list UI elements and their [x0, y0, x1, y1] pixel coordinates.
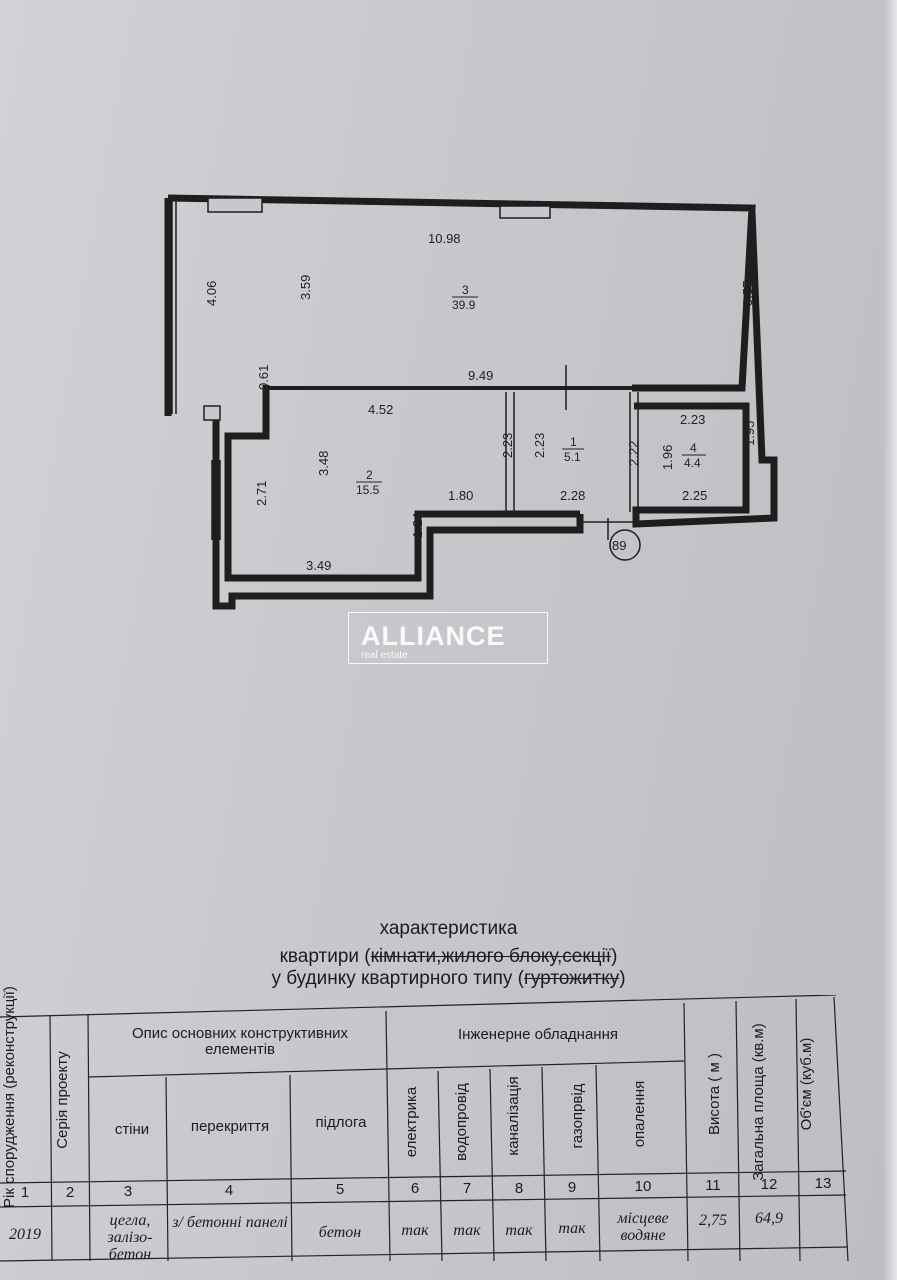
- col-year-header: Рік спорудження (реконструкції): [1, 986, 18, 1208]
- dim-left-height: 4.06: [204, 281, 219, 306]
- col-number: 5: [335, 1181, 345, 1198]
- partition-right: [629, 392, 639, 512]
- room-3-label: 3 39.9: [452, 283, 478, 312]
- room-2-label: 2 15.5: [356, 468, 382, 497]
- dim-room2-bottom-right: 1.80: [448, 488, 473, 503]
- table-grid: [0, 995, 849, 1262]
- floor-plan: 89 10.98 4.06 3.59 3.57 9.49 0.61 4.52 3…: [164, 194, 778, 610]
- col-number: 7: [462, 1180, 472, 1197]
- svg-text:15.5: 15.5: [356, 483, 380, 497]
- col-floors-header: перекриття: [190, 1118, 270, 1135]
- dim-notch: 1.24: [410, 513, 425, 538]
- top-window-1: [207, 197, 263, 213]
- value-area: 64,9: [755, 1210, 783, 1227]
- dim-step: 0.61: [256, 365, 271, 390]
- watermark-sub: real estate: [361, 650, 408, 661]
- room4-wall: [632, 211, 778, 528]
- dim-corridor-right: 2.23: [532, 433, 547, 458]
- col-heating-header: опалення: [631, 1080, 648, 1148]
- col-sewer-header: каналізація: [505, 1076, 522, 1156]
- col-gas-header: газопрвід: [569, 1083, 586, 1149]
- outer-wall-top: [167, 194, 756, 392]
- engineering-group-header: Інженерне обладнання: [457, 1026, 618, 1043]
- col-floor-header: підлога: [315, 1114, 367, 1131]
- window-lower: [211, 460, 221, 540]
- svg-text:1: 1: [570, 435, 577, 449]
- dim-room3-height: 3.59: [298, 275, 313, 300]
- axis-circle: [609, 529, 641, 561]
- svg-text:3: 3: [462, 283, 469, 297]
- lower-left-wall: [212, 416, 584, 610]
- value-electric: так: [401, 1222, 429, 1239]
- value-floor: бетон: [318, 1224, 362, 1241]
- col-series-header: Серія проекту: [54, 1051, 71, 1149]
- heading-line2: квартири (кімнати,жилого блоку,секції): [279, 946, 618, 967]
- value-height: 2,75: [699, 1212, 727, 1229]
- dim-top-width: 10.98: [428, 231, 461, 246]
- col-number: 2: [65, 1184, 75, 1201]
- paper-edge: [883, 0, 897, 1280]
- dim-corridor-left: 2.23: [500, 433, 515, 458]
- dim-room1-height: 2.22: [626, 441, 641, 466]
- col-number: 8: [514, 1180, 524, 1197]
- room-1-label: 1 5.1: [562, 435, 584, 464]
- dim-room2-width: 4.52: [368, 402, 393, 417]
- col-number: 6: [410, 1180, 420, 1197]
- value-heating: місцеве водяне: [617, 1210, 669, 1244]
- col-number: 4: [224, 1182, 234, 1199]
- col-height-header: Висота ( м ): [706, 1053, 723, 1135]
- dim-left-lower: 2.71: [254, 481, 269, 506]
- partition-left: [505, 392, 515, 512]
- col-number: 12: [760, 1176, 778, 1193]
- alliance-watermark: ALLIANCE real estate: [348, 612, 548, 664]
- heading-line3: у будинку квартирного типу (гуртожитку): [271, 968, 626, 989]
- value-sewer: так: [505, 1222, 533, 1239]
- dim-room2-height: 3.48: [316, 451, 331, 476]
- col-number: 3: [123, 1183, 133, 1200]
- value-year: 2019: [9, 1226, 41, 1243]
- dim-room4-right: 1.95: [742, 421, 757, 446]
- svg-text:39.9: 39.9: [452, 298, 476, 312]
- svg-text:4: 4: [690, 441, 697, 455]
- col-number: 11: [705, 1177, 721, 1194]
- col-number: 9: [567, 1179, 577, 1196]
- dim-mid-width: 9.49: [468, 368, 493, 383]
- room-4-label: 4 4.4: [682, 441, 706, 470]
- watermark-brand: ALLIANCE: [361, 621, 506, 651]
- dim-room4-top: 2.23: [680, 412, 705, 427]
- balcony-line: [171, 200, 177, 414]
- svg-text:4.4: 4.4: [684, 456, 701, 470]
- col-block: [203, 405, 221, 421]
- dim-right-height: 3.57: [740, 281, 755, 306]
- top-window-2: [499, 205, 551, 219]
- value-water: так: [453, 1222, 481, 1239]
- col-walls-header: стіни: [114, 1121, 150, 1138]
- svg-text:5.1: 5.1: [564, 450, 581, 464]
- value-gas: так: [558, 1220, 586, 1237]
- dim-room4-inner: 1.96: [660, 445, 675, 470]
- axis-label: 89: [612, 538, 626, 553]
- dim-room1-bottom: 2.28: [560, 488, 585, 503]
- value-floors: з/ бетонні панелі: [172, 1214, 288, 1231]
- col-number: 1: [20, 1184, 30, 1201]
- col-area-header: Загальна площа (кв.м): [750, 1023, 767, 1181]
- dim-room4-bottom: 2.25: [682, 488, 707, 503]
- axis-line: [580, 518, 636, 540]
- col-volume-header: Об'єм (куб.м): [798, 1037, 815, 1131]
- heading-line1: характеристика: [379, 918, 518, 939]
- value-walls: цегла, залізо-бетон: [107, 1212, 153, 1263]
- col-number: 13: [814, 1175, 832, 1192]
- svg-text:2: 2: [366, 468, 373, 482]
- dim-bottom-width: 3.49: [306, 558, 331, 573]
- col-electric-header: електрика: [403, 1086, 420, 1158]
- construct-group-header: Опис основних конструктивних елементів: [131, 1025, 349, 1058]
- col-water-header: водопровід: [453, 1083, 470, 1161]
- col-number: 10: [634, 1178, 652, 1195]
- room2-wall: [224, 385, 580, 582]
